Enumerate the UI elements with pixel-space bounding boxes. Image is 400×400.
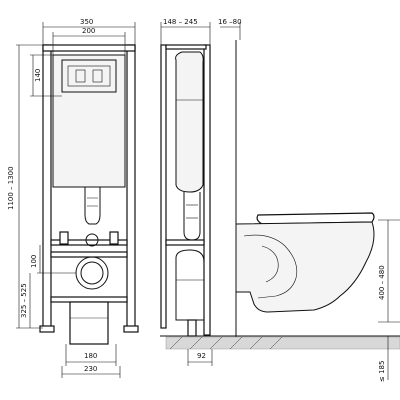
dimension-230: 230 xyxy=(84,365,97,373)
flush-plate-outline xyxy=(61,59,117,93)
toilet-bowl xyxy=(235,221,375,313)
dimension-100: 100 xyxy=(30,255,38,268)
dimension-16-80: 16 –80 xyxy=(218,18,242,26)
dimension-140: 140 xyxy=(34,69,42,82)
dimension-325-525: 325 – 525 xyxy=(20,283,28,318)
side-cistern xyxy=(175,51,204,193)
dimension-200: 200 xyxy=(82,27,95,35)
dimension-400-480: 400 – 480 xyxy=(378,265,386,300)
dimension-148-245: 148 – 245 xyxy=(163,18,198,26)
dimension-185: ≤ 185 xyxy=(378,361,386,382)
front-view: 350 200 140 1100 – 1300 100 325 – 525 18… xyxy=(7,18,139,378)
front-cistern xyxy=(52,54,126,188)
dimension-350: 350 xyxy=(80,18,93,26)
dimension-180: 180 xyxy=(84,352,97,360)
dimension-92: 92 xyxy=(197,352,206,360)
dimension-1100-1300: 1100 – 1300 xyxy=(7,166,15,210)
side-view: 148 – 245 16 –80 92 xyxy=(160,18,242,366)
toilet-view: 400 – 480 ≤ 185 xyxy=(160,40,400,382)
